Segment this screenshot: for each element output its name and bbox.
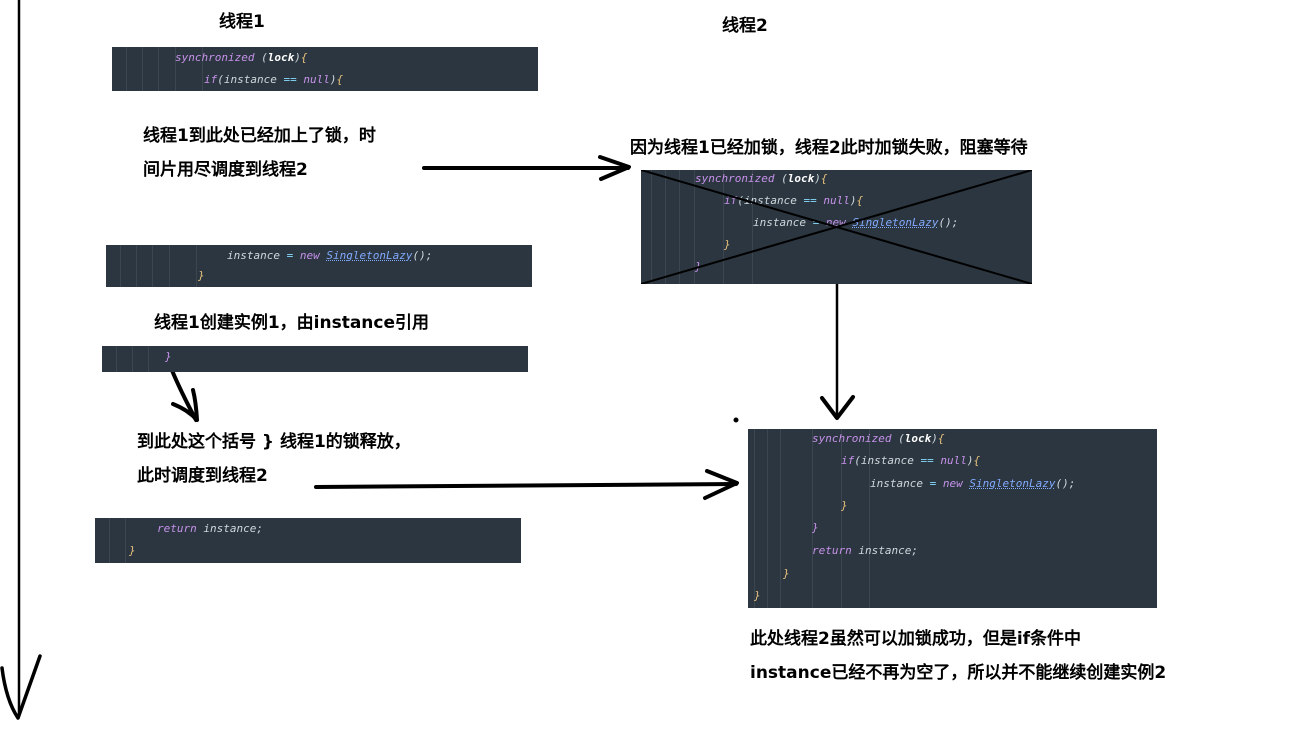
code-block-lock-if: synchronized (lock){ if(instance == null… <box>112 47 538 91</box>
note-create-instance: 线程1创建实例1，由instance引用 <box>154 313 430 333</box>
success-line-close-if-outer: } <box>783 567 790 580</box>
code-line-synchronized: synchronized (lock){ <box>175 51 308 64</box>
code-block-thread2-success: synchronized (lock){ if(instance == null… <box>748 429 1157 608</box>
code-line-return: return instance; <box>157 522 263 535</box>
note-thread2-blocked: 因为线程1已经加锁，线程2此时加锁失败，阻塞等待 <box>630 138 1028 158</box>
code-block-return: return instance; } <box>95 518 521 563</box>
code-line-new-instance: instance = new SingletonLazy(); <box>227 249 433 262</box>
arrow-head-blocked-to-success <box>820 395 855 420</box>
note-thread1-locked-line1: 线程1到此处已经加上了锁，时 <box>143 126 376 146</box>
code-block-create-instance: instance = new SingletonLazy(); } <box>106 245 532 287</box>
arrow-to-thread2-success <box>314 482 738 489</box>
arrow-head-to-thread2-success <box>703 469 739 500</box>
note-final-line2: instance已经不再为空了，所以并不能继续创建实例2 <box>750 663 1167 683</box>
note-final-line1: 此处线程2虽然可以加锁成功，但是if条件中 <box>750 629 1082 649</box>
success-line-close-sync: } <box>812 521 819 534</box>
timeline-arrowhead <box>0 654 42 720</box>
code-line-close-if: } <box>198 269 205 282</box>
code-line-if: if(instance == null){ <box>204 73 344 86</box>
success-line-new-instance: instance = new SingletonLazy(); <box>870 477 1076 490</box>
code-block-close-sync: } <box>102 346 528 372</box>
arrow-head-to-thread2-blocked <box>598 155 631 181</box>
note-thread1-locked-line2: 间片用尽调度到线程2 <box>143 160 308 180</box>
code-line-close-method: } <box>129 544 136 557</box>
success-line-synchronized: synchronized (lock){ <box>812 432 945 445</box>
thread2-title: 线程2 <box>722 16 768 36</box>
success-line-close-method: } <box>754 589 761 602</box>
success-line-if: if(instance == null){ <box>841 454 981 467</box>
blocked-line-synchronized: synchronized (lock){ <box>695 172 828 185</box>
code-block-thread2-blocked: synchronized (lock){ if(instance == null… <box>641 170 1032 284</box>
code-line-close-sync: } <box>165 350 172 363</box>
blocked-line-close-if: } <box>724 238 731 251</box>
note-release-line1: 到此处这个括号 } 线程1的锁释放， <box>137 432 411 452</box>
blocked-cross-mark <box>641 170 1032 284</box>
thread1-title: 线程1 <box>219 12 265 32</box>
success-line-return: return instance; <box>812 544 918 557</box>
dot-mark <box>733 417 739 423</box>
arrow-head-down-from-brace <box>171 388 199 422</box>
success-line-close-if: } <box>841 499 848 512</box>
note-release-line2: 此时调度到线程2 <box>137 466 268 486</box>
